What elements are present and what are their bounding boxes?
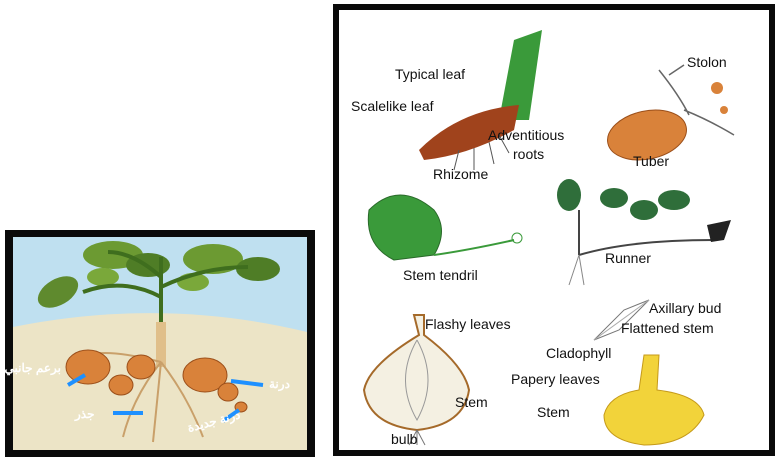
root-label: جذر — [75, 408, 95, 421]
roots-label: roots — [513, 147, 544, 161]
tuber-label: درنة — [269, 378, 290, 391]
stolon-label: Stolon — [687, 55, 727, 69]
cladophyll-label: Cladophyll — [546, 346, 611, 360]
flashy-leaves-label: Flashy leaves — [425, 317, 511, 331]
potato-diagram-panel: برعم جانبي جذر درنة درنة جديدة — [5, 230, 315, 457]
runner-label: Runner — [605, 251, 651, 265]
modified-stems-panel: Typical leaf Scalelike leaf Adventitious… — [333, 4, 775, 456]
potato-illustration — [13, 237, 307, 450]
stem-corm-label: Stem — [537, 405, 570, 419]
lateral-bud-label: برعم جانبي — [17, 362, 61, 375]
tuber-label: Tuber — [633, 154, 669, 168]
adventitious-label: Adventitious — [488, 128, 564, 142]
bulb-label: bulb — [391, 432, 417, 446]
axillary-bud-label: Axillary bud — [649, 301, 721, 315]
papery-leaves-label: Papery leaves — [511, 372, 600, 386]
stem-bulb-label: Stem — [455, 395, 488, 409]
rhizome-label: Rhizome — [433, 167, 488, 181]
flattened-stem-label: Flattened stem — [621, 321, 714, 335]
scalelike-leaf-label: Scalelike leaf — [351, 99, 434, 113]
typical-leaf-label: Typical leaf — [395, 67, 465, 81]
stem-tendril-label: Stem tendril — [403, 268, 478, 282]
